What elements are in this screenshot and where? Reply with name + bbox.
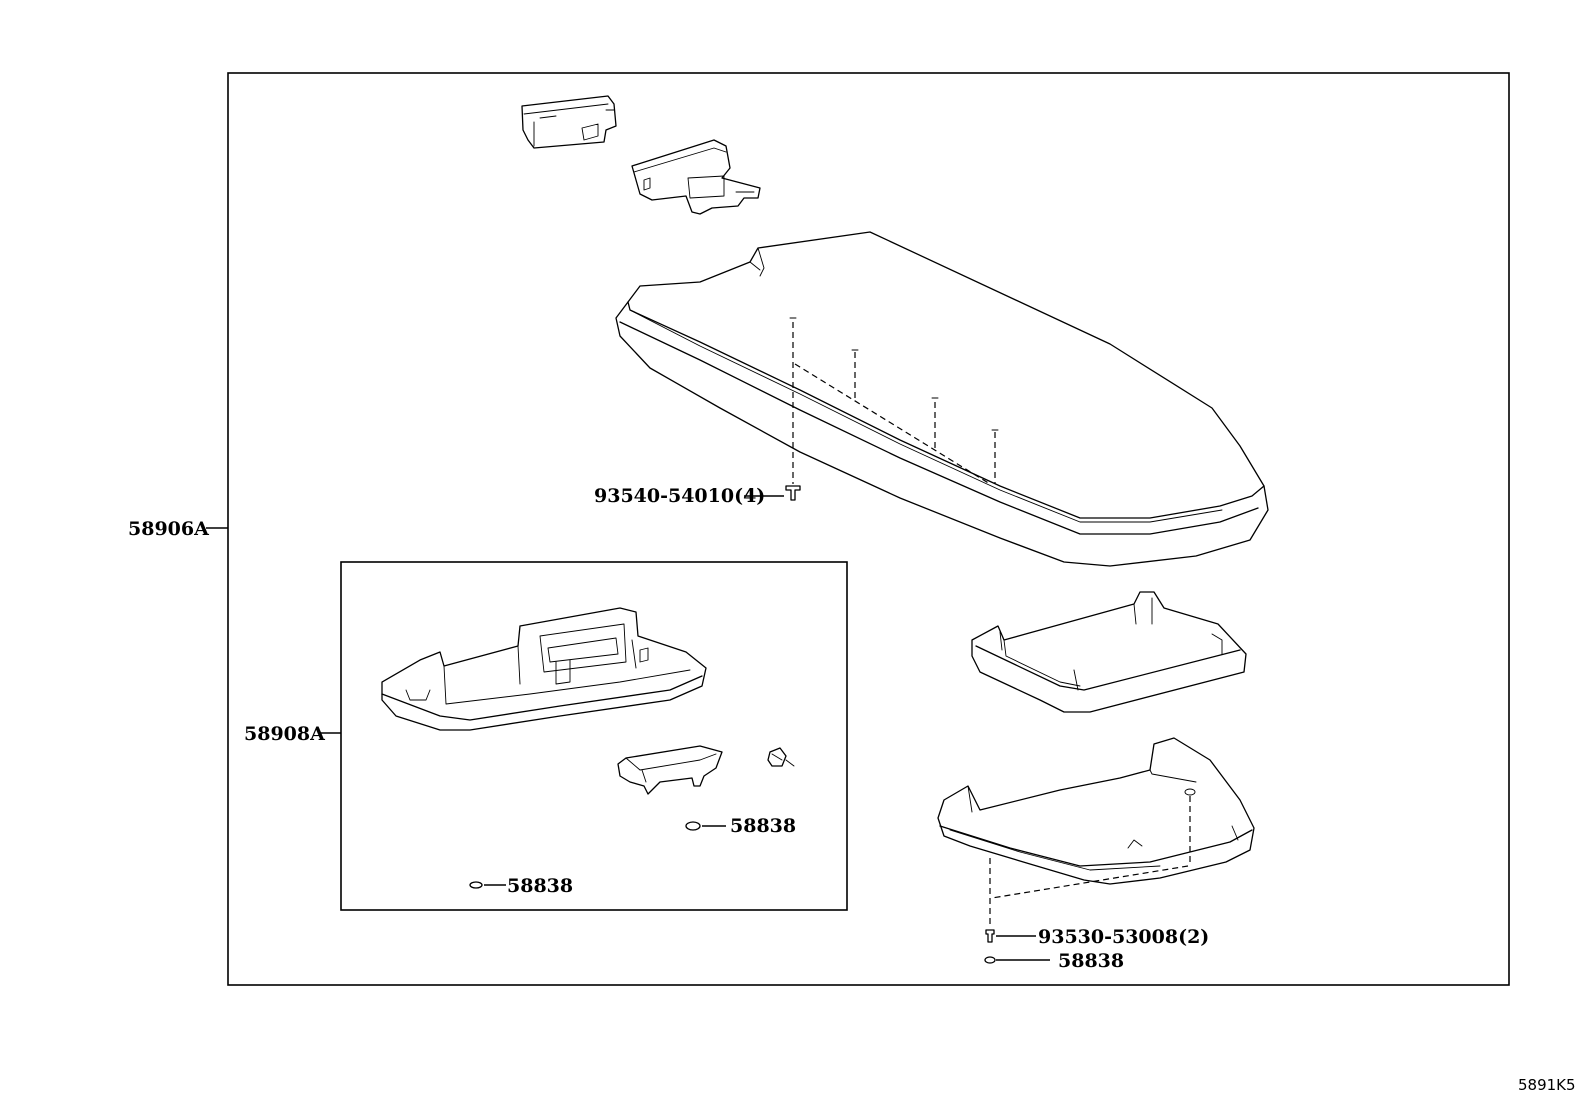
lid-screw-guides [789,317,999,485]
callout-lid-sub-assembly: 58908A [244,723,325,745]
armrest-lid-part[interactable] [615,231,1269,567]
callout-clip-3: 58838 [1058,950,1124,972]
inner-tray-part[interactable] [971,591,1247,713]
callout-screw-lid: 93540-54010(4) [594,485,765,507]
hinge-bracket-part[interactable] [521,95,617,149]
screw-icon [785,485,801,501]
assembly-frame [227,72,1510,986]
callout-clip-1: 58838 [730,815,796,837]
latch-knob-part[interactable] [617,745,723,795]
sub-assembly-frame [340,561,848,911]
callout-armrest-assembly: 58906A [128,518,209,540]
inner-lid-frame-part[interactable] [381,607,707,731]
clip-icon [685,821,701,831]
clip-icon [984,956,996,964]
lock-knob-part[interactable] [631,139,761,215]
clip-icon [469,881,483,889]
screw-icon [985,929,995,943]
base-screw-guides [989,796,1191,928]
callout-clip-2: 58838 [507,875,573,897]
spring-icon [767,747,795,767]
armrest-base-part[interactable] [937,737,1255,885]
callout-screw-tray: 93530-53008(2) [1038,926,1209,948]
drawing-code: 5891K5 [1518,1076,1576,1094]
